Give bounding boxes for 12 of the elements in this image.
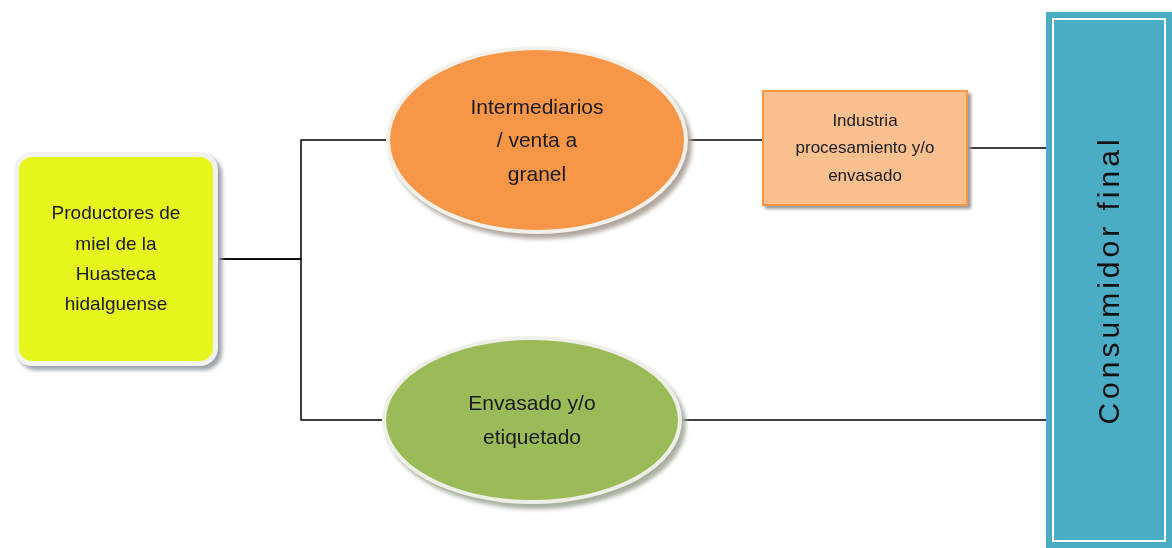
node-label: Industria procesamiento y/o envasado bbox=[794, 110, 936, 187]
node-label: Productores de miel de la Huasteca hidalguense bbox=[50, 201, 182, 317]
band-label: Consumidor final bbox=[1091, 135, 1126, 425]
process-box bbox=[14, 152, 218, 366]
connector-line bbox=[217, 258, 383, 421]
node-label: Envasado y/o etiquetado bbox=[467, 390, 597, 450]
vertical-band bbox=[1046, 12, 1172, 548]
node-label: Intermediarios / venta a granel bbox=[469, 93, 605, 187]
connector-line bbox=[687, 139, 763, 141]
connector-line bbox=[967, 147, 1047, 149]
connector-line bbox=[681, 419, 1047, 421]
process-box bbox=[762, 90, 968, 206]
